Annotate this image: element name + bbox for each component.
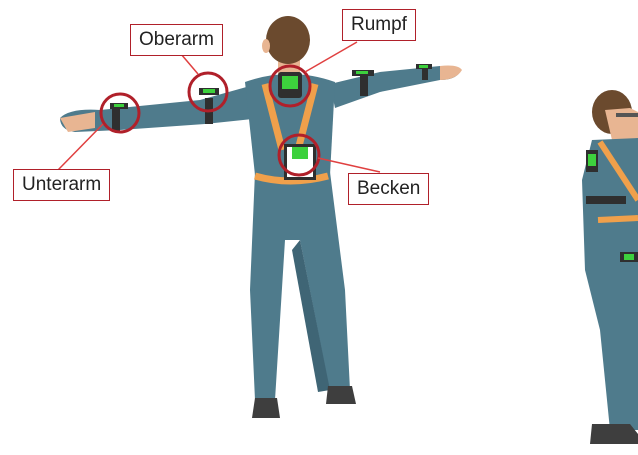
sensor-oberarm-icon xyxy=(199,88,219,95)
sensor-rumpf-icon xyxy=(278,72,302,98)
figure-back-view xyxy=(60,16,462,418)
sensor-unterarm-icon xyxy=(110,103,128,109)
label-unterarm: Unterarm xyxy=(13,169,110,201)
leader-oberarm xyxy=(181,54,198,74)
label-oberarm: Oberarm xyxy=(130,24,223,56)
label-rumpf: Rumpf xyxy=(342,9,416,41)
figure-side-view xyxy=(582,90,638,444)
label-becken: Becken xyxy=(348,173,429,205)
leader-rumpf xyxy=(305,42,357,72)
